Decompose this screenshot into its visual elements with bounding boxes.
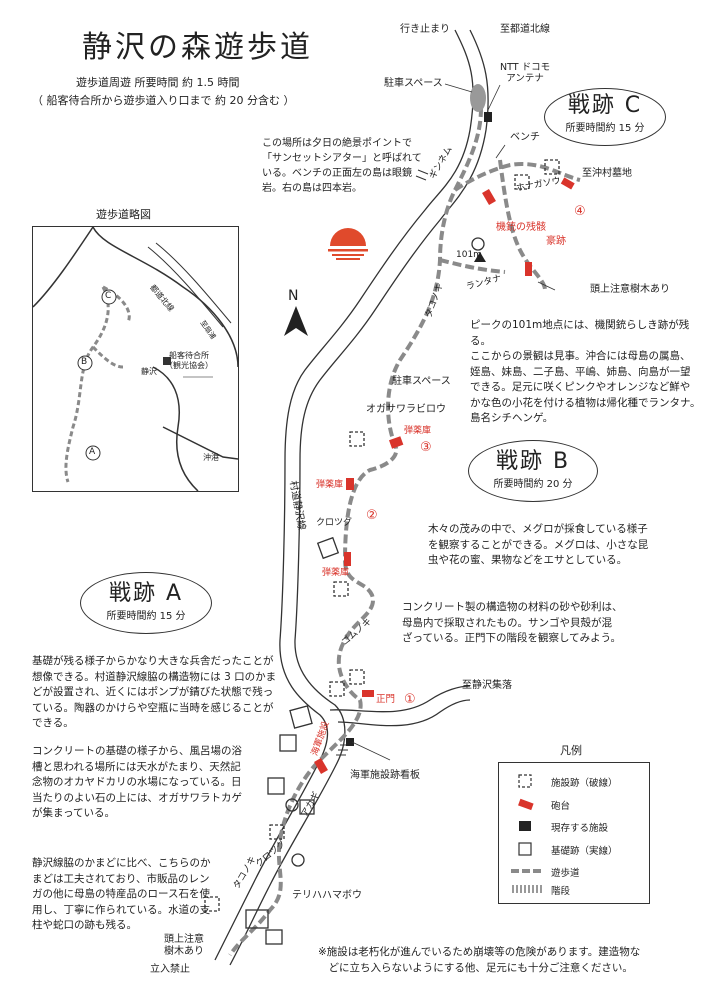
legend-item-cannon: 砲台: [551, 801, 571, 812]
label-to-kitasen: 至都道北線: [500, 24, 550, 35]
label-peak: 101m: [456, 250, 482, 260]
note-sunset: この場所は夕日の絶景ポイントで 「サンセットシアター」と呼ばれて いる。ベンチの…: [262, 138, 422, 194]
label-ntt-antenna: NTT ドコモ アンテナ: [500, 62, 551, 85]
label-danyaku-2: 弾薬庫: [316, 480, 344, 490]
inset-terminal-label: 船客待合所 （観光協会）: [165, 351, 213, 370]
peak-marker: [474, 252, 486, 262]
inset-title: 遊歩道略図: [96, 208, 151, 221]
battle-site-a-name: 戦跡 A: [108, 581, 184, 606]
battle-site-c-time: 所要時間約 15 分: [565, 123, 645, 134]
site-number-1: ①: [404, 692, 416, 707]
label-dead-end: 行き止まり: [400, 24, 450, 35]
legend-item-trail: 遊歩道: [551, 868, 580, 879]
note-bath: コンクリートの基礎の様子から、風呂場の浴 槽と思われる場所には天水がたまり、天然…: [32, 745, 242, 819]
battle-site-b-time: 所要時間約 20 分: [493, 479, 573, 490]
page-title: 静沢の森遊歩道: [82, 30, 313, 65]
label-gun-ruin: 機銃の残骸: [496, 222, 546, 233]
leader-lines: [351, 83, 556, 761]
site-number-3: ③: [420, 440, 432, 455]
battle-site-a: 戦跡 A 所要時間約 15 分: [80, 572, 212, 634]
legend-title: 凡例: [560, 744, 582, 757]
battle-site-c-name: 戦跡 C: [567, 93, 643, 118]
label-danyaku-1: 弾薬庫: [322, 568, 350, 578]
note-warning: ※施設は老朽化が進んでいるため崩壊等の危険があります。建造物な どに立ち入らない…: [318, 946, 641, 974]
inset-okiko-label: 沖港: [203, 453, 219, 462]
legend-item-facility-ruin: 施設跡（破線）: [551, 778, 618, 789]
label-to-okimura: 至沖村墓地: [582, 168, 632, 179]
label-no-entry: 立入禁止: [150, 964, 190, 975]
subtitle-line1: 遊歩道周遊 所要時間 約 1.5 時間: [76, 76, 240, 89]
note-concrete: コンクリート製の構造物の材料の砂や砂利は、 母島内で採取されたもの。サンゴや貝殻…: [402, 601, 623, 644]
label-terihahamabou: テリハハマボウ: [292, 890, 362, 901]
label-overhead-tree: 頭上注意樹木あり: [590, 284, 670, 295]
facility-ruins: [204, 159, 560, 912]
battle-site-b-name: 戦跡 B: [495, 449, 571, 474]
inset-circle-b: B: [81, 357, 88, 367]
label-parking-mid: 駐車スペース: [392, 376, 451, 387]
battle-site-c: 戦跡 C 所要時間約 15 分: [544, 88, 666, 146]
note-kamado: 静沢線脇のかまどに比べ、こちらのか まどは工夫されており、市販品のレン ガの他に…: [32, 857, 211, 931]
legend-symbols: [511, 774, 543, 893]
label-parking-top: 駐車スペース: [384, 78, 443, 89]
label-to-shizusawa: 至静沢集落: [462, 680, 512, 691]
legend-item-stairs: 階段: [551, 886, 571, 897]
label-gouseki: 豪跡: [546, 236, 566, 247]
legend-item-foundation: 基礎跡（実線）: [551, 846, 618, 857]
hiking-trail: [228, 94, 581, 957]
cannon-emplacements: [314, 177, 575, 775]
inset-circle-a: A: [89, 447, 96, 457]
subtitle-line2: （ 船客待合所から遊歩道入り口まで 約 20 分含む ）: [32, 94, 295, 107]
site-number-4: ④: [574, 204, 586, 219]
site-number-2: ②: [366, 508, 378, 523]
foundation-ruins: [245, 237, 485, 945]
north-arrow-icon: [284, 306, 308, 336]
legend-box: 施設跡（破線） 砲台 現存する施設 基礎跡（実線） 遊歩道 階段: [498, 762, 650, 904]
battle-site-a-time: 所要時間約 15 分: [106, 611, 186, 622]
sunset-icon: [328, 228, 368, 260]
inset-shizusawa-label: 静沢: [141, 367, 157, 376]
label-overhead-bottom: 頭上注意 樹木あり: [164, 934, 204, 957]
note-peak: ピークの101m地点には、機関銃らしき跡が残る。 ここからの景観は見事。沖合には…: [470, 319, 701, 424]
stairs: [336, 169, 429, 756]
road-shizusawa-line: [214, 29, 489, 966]
inset-map-drawing: [33, 227, 238, 491]
label-ogasawara-birou: オガサワラビロウ: [366, 404, 446, 415]
note-meguro: 木々の茂みの中で、メグロが採食している様子 を観察することができる。メグロは、小…: [428, 523, 649, 566]
label-bench: ベンチ: [510, 132, 540, 143]
label-danyaku-3: 弾薬庫: [404, 426, 432, 436]
battle-site-b: 戦跡 B 所要時間約 20 分: [468, 440, 598, 502]
legend-item-existing: 現存する施設: [551, 823, 609, 834]
label-kurotsugu-mid: クロツグ: [316, 518, 353, 528]
north-label: N: [288, 288, 299, 304]
existing-facilities: [346, 112, 492, 746]
parking-area: [470, 84, 486, 112]
inset-circle-c: C: [105, 291, 112, 301]
note-heisha: 基礎が残る様子からかなり大きな兵舎だったことが 想像できる。村道静沢線脇の構造物…: [32, 655, 277, 729]
label-seimon: 正門: [376, 694, 396, 705]
inset-map: C B A 都道北線 至扇浦 船客待合所 （観光協会） 静沢 沖港: [32, 226, 239, 492]
label-kaigun-sign: 海軍施設跡看板: [350, 770, 420, 781]
